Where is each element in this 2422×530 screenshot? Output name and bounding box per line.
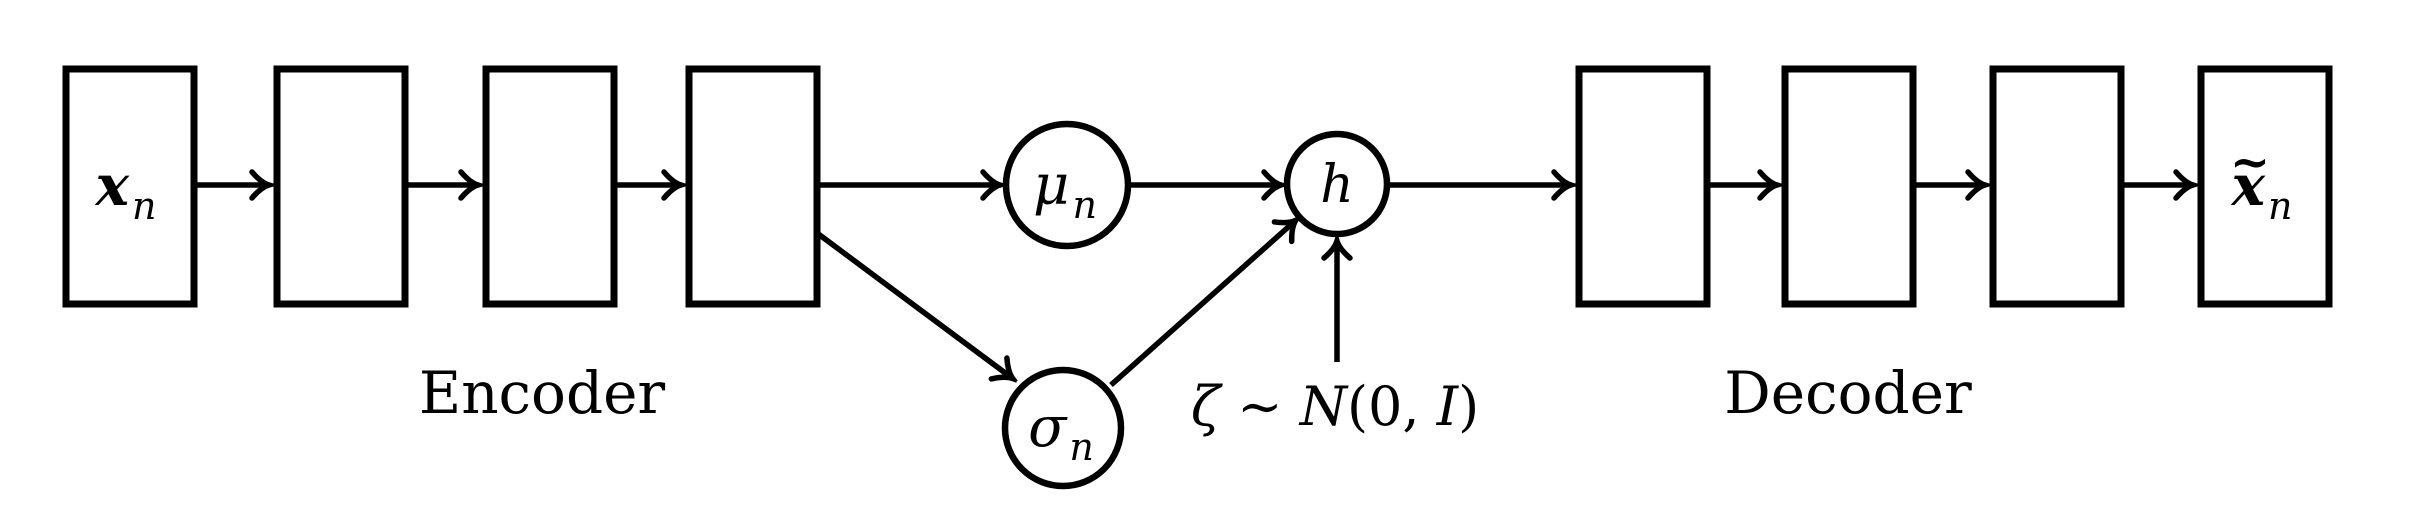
arrow-sigma-to-h [1109, 221, 1295, 388]
decoder-box-1 [1575, 65, 1711, 308]
encoder-box-input [62, 65, 198, 308]
decoder-box-3 [1989, 65, 2125, 308]
h-node [1283, 130, 1391, 238]
decoder-box-output [2197, 65, 2333, 308]
encoder-box-3 [482, 65, 618, 308]
mu-node [1002, 120, 1132, 250]
sigma-node [1001, 366, 1125, 490]
mu-label: μn [1033, 153, 1097, 227]
output-label: xn [2231, 153, 2293, 228]
decoder-section-label: Decoder [1724, 359, 1972, 427]
encoder-box-2 [273, 65, 409, 308]
arrow-encoder-to-sigma [815, 230, 1012, 378]
input-label: xn [95, 153, 157, 228]
h-label: h [1320, 155, 1354, 215]
noise-label: ζ ∼ N(0, I) [1191, 375, 1479, 438]
encoder-box-4 [685, 65, 821, 308]
decoder-box-2 [1781, 65, 1917, 308]
encoder-section-label: Encoder [419, 359, 666, 427]
output-tilde-mark: ~ [2230, 134, 2270, 190]
sigma-label: σn [1028, 395, 1094, 469]
